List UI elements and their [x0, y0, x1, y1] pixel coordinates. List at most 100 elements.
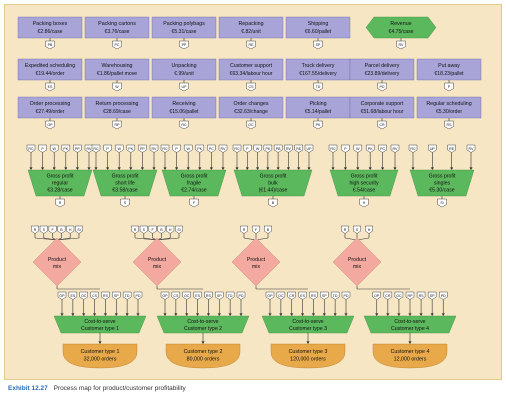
product-2-chip-label: S — [124, 201, 127, 205]
activity-pb-chip-label: PB — [48, 43, 53, 47]
product-2-arrow-1-head — [106, 167, 110, 170]
product-1-input-w-2 — [49, 144, 59, 153]
product-6-arrow-2-head — [450, 167, 454, 170]
product-4-chip-label: B — [272, 201, 275, 205]
mix-2-input-si-5 — [175, 225, 183, 234]
product-2-box — [92, 169, 158, 197]
product-6-arrow-3-head — [469, 167, 473, 170]
customer-2-input-oc-2 — [182, 291, 191, 300]
customer-2-arrow-7-head — [239, 313, 243, 316]
activity-rp-chip — [112, 120, 122, 130]
product-1-arrow-4-head — [75, 167, 79, 170]
customer-3-input-oc-1-label: OC — [278, 294, 284, 298]
mix-2-link-5 — [156, 237, 180, 241]
customer-2-input-cs-1-label: CS — [173, 294, 179, 298]
product-4-value: (€1.44)/case — [259, 188, 288, 194]
product-4-arrow-5-head — [286, 167, 291, 170]
activity-pp-chip-label: PP — [182, 43, 187, 47]
mix-4-link-0 — [344, 237, 358, 241]
customer-4-arrow-6-head — [441, 313, 445, 316]
mix-2-input-s-1-label: S — [143, 228, 146, 232]
mix-3-link-0 — [243, 237, 257, 241]
mix-4-link-2 — [356, 237, 370, 241]
product-4-arrow-4-head — [276, 167, 280, 170]
customer-4-arrow-0-head — [375, 313, 379, 316]
customer-1-orders: 32,000 orders — [84, 357, 117, 363]
customer-4-arrow-4-head — [419, 313, 423, 316]
product-5-input-w-2-label: W — [356, 147, 360, 151]
product-6-input-rv-3 — [466, 144, 476, 153]
customer-4-arrow-3-head — [408, 313, 412, 316]
product-5-input-pk-3-label: PK — [368, 147, 373, 151]
product-1-arrow-5-head — [87, 167, 91, 170]
mix-4-input-s-1 — [353, 225, 361, 234]
customer-3-arrow-0-head — [268, 313, 272, 316]
customer-2-input-rs-4 — [204, 291, 213, 300]
activity-p-name: Put away — [438, 63, 460, 69]
product-6-input-re-2-label: RE — [449, 147, 455, 151]
activity-w-chip-label: W — [115, 85, 119, 89]
product-6-chip-label: Si — [440, 201, 443, 205]
product-3-title: Gross profit — [181, 174, 208, 180]
product-6-input-re-2 — [447, 144, 456, 153]
product-2-input-p-1-label: P — [106, 147, 109, 151]
mix-1-line1: Product — [48, 257, 67, 263]
customer-4-input-rp-3-label: RP — [408, 294, 414, 298]
customer-2-input-pd-7-label: PD — [239, 294, 244, 298]
customer-3-input-op-0-label: OP — [267, 294, 273, 298]
product-4-arrow-6-head — [297, 167, 301, 170]
product-4-input-up-7-label: UP — [307, 147, 313, 151]
product-6-sub: singles — [434, 181, 451, 187]
activity-rp-chip-label: RP — [115, 123, 121, 127]
product-5-arrow-4-head — [381, 167, 385, 170]
product-5-input-rc-0 — [328, 144, 338, 153]
mix-4-input-h-2-label: H — [368, 228, 371, 232]
activity-op-rate: €27.49/order — [36, 109, 65, 115]
product-6-chip — [437, 198, 447, 208]
activity-td-rate: €167.55/delivery — [299, 71, 337, 77]
activity-sp-chip — [313, 40, 323, 50]
customer-3-arrow-3-head — [300, 313, 305, 316]
activity-oc-name: Order changes — [233, 101, 268, 107]
product-5-input-p-1-label: P — [344, 147, 347, 151]
activity-rs-chip — [444, 120, 454, 130]
product-6-box — [409, 169, 475, 197]
activity-cr-chip — [377, 120, 387, 130]
cost-to-serve-2-line2: Customer type 2 — [184, 326, 222, 332]
product-3-arrow-3-head — [198, 167, 202, 170]
activity-op-chip — [45, 120, 55, 130]
mix-3-line1: Product — [247, 257, 266, 263]
mix-1-input-s-1 — [39, 225, 48, 234]
product-5-value: €.54/case — [353, 188, 376, 194]
customer-4-input-oc-2 — [394, 291, 404, 300]
activity-rp-name: Return processing — [96, 101, 139, 107]
customer-3-input-op-0 — [265, 291, 275, 300]
mix-2-input-r-0-label: R — [134, 228, 137, 232]
product-2-input-w-2 — [114, 144, 124, 153]
activity-pd-chip — [377, 82, 387, 92]
mix-1-input-s-1-label: S — [43, 228, 46, 232]
product-1-chip-label: R — [59, 201, 62, 205]
product-1-arrow-0-head — [29, 167, 33, 170]
mix-2-line2: mix — [153, 264, 162, 270]
product-3-value: €2.74/case — [181, 188, 206, 194]
product-1-input-p-1-label: P — [41, 147, 44, 151]
activity-p-chip-label: P — [448, 85, 451, 89]
customer-3-input-sp-5 — [320, 291, 329, 300]
mix-2-input-f-2 — [148, 225, 157, 234]
customer-4-feed-head — [408, 341, 412, 344]
product-4-input-pk-3-label: PK — [265, 147, 270, 151]
product-3-input-pc-4-label: PC — [209, 147, 214, 151]
customer-1-arrow-6-head — [125, 313, 129, 316]
customer-3-input-pd-7-label: PD — [344, 294, 349, 298]
revenue-name: Revenue — [390, 21, 411, 27]
product-6-title: Gross profit — [429, 174, 456, 180]
product-4-chip — [268, 198, 278, 208]
activity-td-name: Truck delivery — [302, 63, 335, 69]
customer-2-input-sp-5-label: SP — [217, 294, 222, 298]
product-4-input-p-1 — [243, 144, 252, 153]
activity-pp-name: Packing polybags — [163, 21, 205, 27]
customer-1-bowl — [62, 343, 138, 369]
mix-1-input-r-0-label: R — [34, 228, 37, 232]
customer-2-input-op-0-label: OP — [162, 294, 168, 298]
